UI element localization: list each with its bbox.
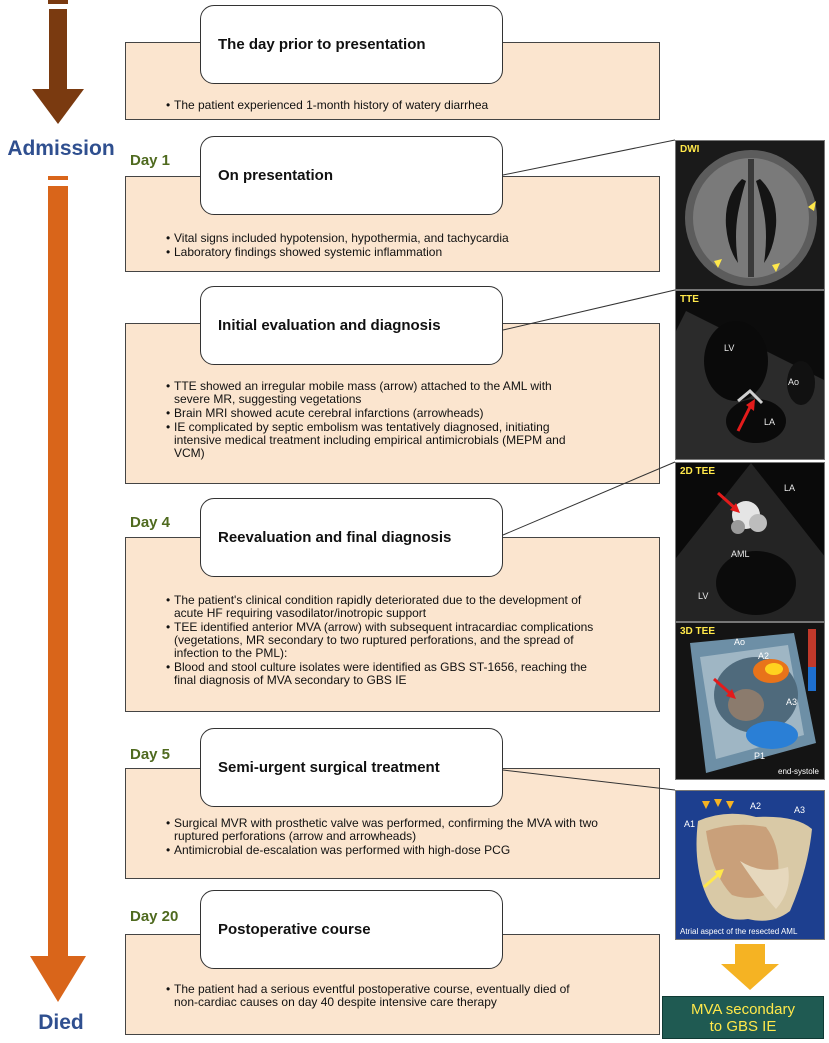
bullet: TEE identified anterior MVA (arrow) with… bbox=[166, 621, 596, 660]
tee3d-a3-label: A3 bbox=[786, 697, 798, 707]
stage-title-prior: The day prior to presentation bbox=[200, 5, 503, 84]
specimen-image: A1 A2 A3 Atrial aspect of the resected A… bbox=[675, 790, 825, 940]
bullet: IE complicated by septic embolism was te… bbox=[166, 421, 566, 460]
stage-bullets-presentation: Vital signs included hypotension, hypoth… bbox=[166, 232, 509, 260]
bullet: The patient's clinical condition rapidly… bbox=[166, 594, 596, 620]
bullet: TTE showed an irregular mobile mass (arr… bbox=[166, 380, 566, 406]
bullet: Laboratory findings showed systemic infl… bbox=[166, 246, 509, 260]
stage-bullets-surgery: Surgical MVR with prosthetic valve was p… bbox=[166, 817, 606, 858]
specimen-caption: Atrial aspect of the resected AML bbox=[680, 927, 798, 936]
tee2d-aml-label: AML bbox=[731, 549, 750, 559]
timeline-arrow-main bbox=[30, 176, 86, 1002]
tee3d-ao-label: Ao bbox=[734, 637, 746, 647]
dwi-tag: DWI bbox=[680, 144, 700, 155]
day-label-4: Day 4 bbox=[130, 514, 171, 531]
admission-label: Admission bbox=[7, 137, 115, 160]
stage-title-surgery: Semi-urgent surgical treatment bbox=[200, 728, 503, 807]
bullet: Brain MRI showed acute cerebral infarcti… bbox=[166, 407, 566, 421]
tee3d-image: 3D TEE Ao A2 A3 P1 end-systole bbox=[675, 622, 825, 780]
bullet: Vital signs included hypotension, hypoth… bbox=[166, 232, 509, 246]
tee3d-caption: end-systole bbox=[778, 767, 819, 776]
specimen-a2-label: A2 bbox=[750, 801, 762, 811]
tee2d-image: 2D TEE LA AML LV bbox=[675, 462, 825, 622]
stage-title-presentation: On presentation bbox=[200, 136, 503, 215]
stage-bullets-reevaluation: The patient's clinical condition rapidly… bbox=[166, 594, 596, 688]
conclusion-box: MVA secondary to GBS IE bbox=[662, 996, 824, 1039]
tee3d-a2-label: A2 bbox=[758, 651, 770, 661]
stage-bullets-postop: The patient had a serious eventful posto… bbox=[166, 983, 586, 1010]
tte-lv-label: LV bbox=[724, 343, 735, 353]
bullet: Surgical MVR with prosthetic valve was p… bbox=[166, 817, 606, 843]
tee3d-p1-label: P1 bbox=[754, 751, 766, 761]
stage-bullets-initial: TTE showed an irregular mobile mass (arr… bbox=[166, 380, 566, 461]
conclusion-line-2: to GBS IE bbox=[709, 1017, 777, 1035]
stage-title-reevaluation: Reevaluation and final diagnosis bbox=[200, 498, 503, 577]
day-label-1: Day 1 bbox=[130, 152, 171, 169]
stage-title-initial: Initial evaluation and diagnosis bbox=[200, 286, 503, 365]
bullet: The patient had a serious eventful posto… bbox=[166, 983, 586, 1009]
tte-la-label: LA bbox=[764, 417, 776, 427]
bullet: Antimicrobial de-escalation was performe… bbox=[166, 844, 606, 858]
tee3d-tag: 3D TEE bbox=[680, 626, 716, 637]
stage-title-postop: Postoperative course bbox=[200, 890, 503, 969]
tte-ao-label: Ao bbox=[788, 377, 800, 387]
died-label: Died bbox=[38, 1011, 84, 1034]
tee2d-tag: 2D TEE bbox=[680, 466, 716, 477]
bullet: Blood and stool culture isolates were id… bbox=[166, 661, 596, 687]
specimen-a1-label: A1 bbox=[684, 819, 696, 829]
tte-tag: TTE bbox=[680, 294, 699, 305]
conclusion-arrow bbox=[721, 944, 779, 990]
specimen-a3-label: A3 bbox=[794, 805, 806, 815]
day-label-20: Day 20 bbox=[130, 908, 179, 925]
timeline-arrow-pre bbox=[32, 0, 84, 124]
bullet: The patient experienced 1-month history … bbox=[166, 99, 488, 113]
stage-bullets-prior: The patient experienced 1-month history … bbox=[166, 99, 488, 113]
tee2d-lv-label: LV bbox=[698, 591, 709, 601]
tee2d-la-label: LA bbox=[784, 483, 796, 493]
dwi-image: DWI bbox=[675, 140, 825, 290]
tte-image: TTE LV Ao LA bbox=[675, 290, 825, 460]
conclusion-line-1: MVA secondary bbox=[691, 1000, 795, 1018]
day-label-5: Day 5 bbox=[130, 746, 171, 763]
